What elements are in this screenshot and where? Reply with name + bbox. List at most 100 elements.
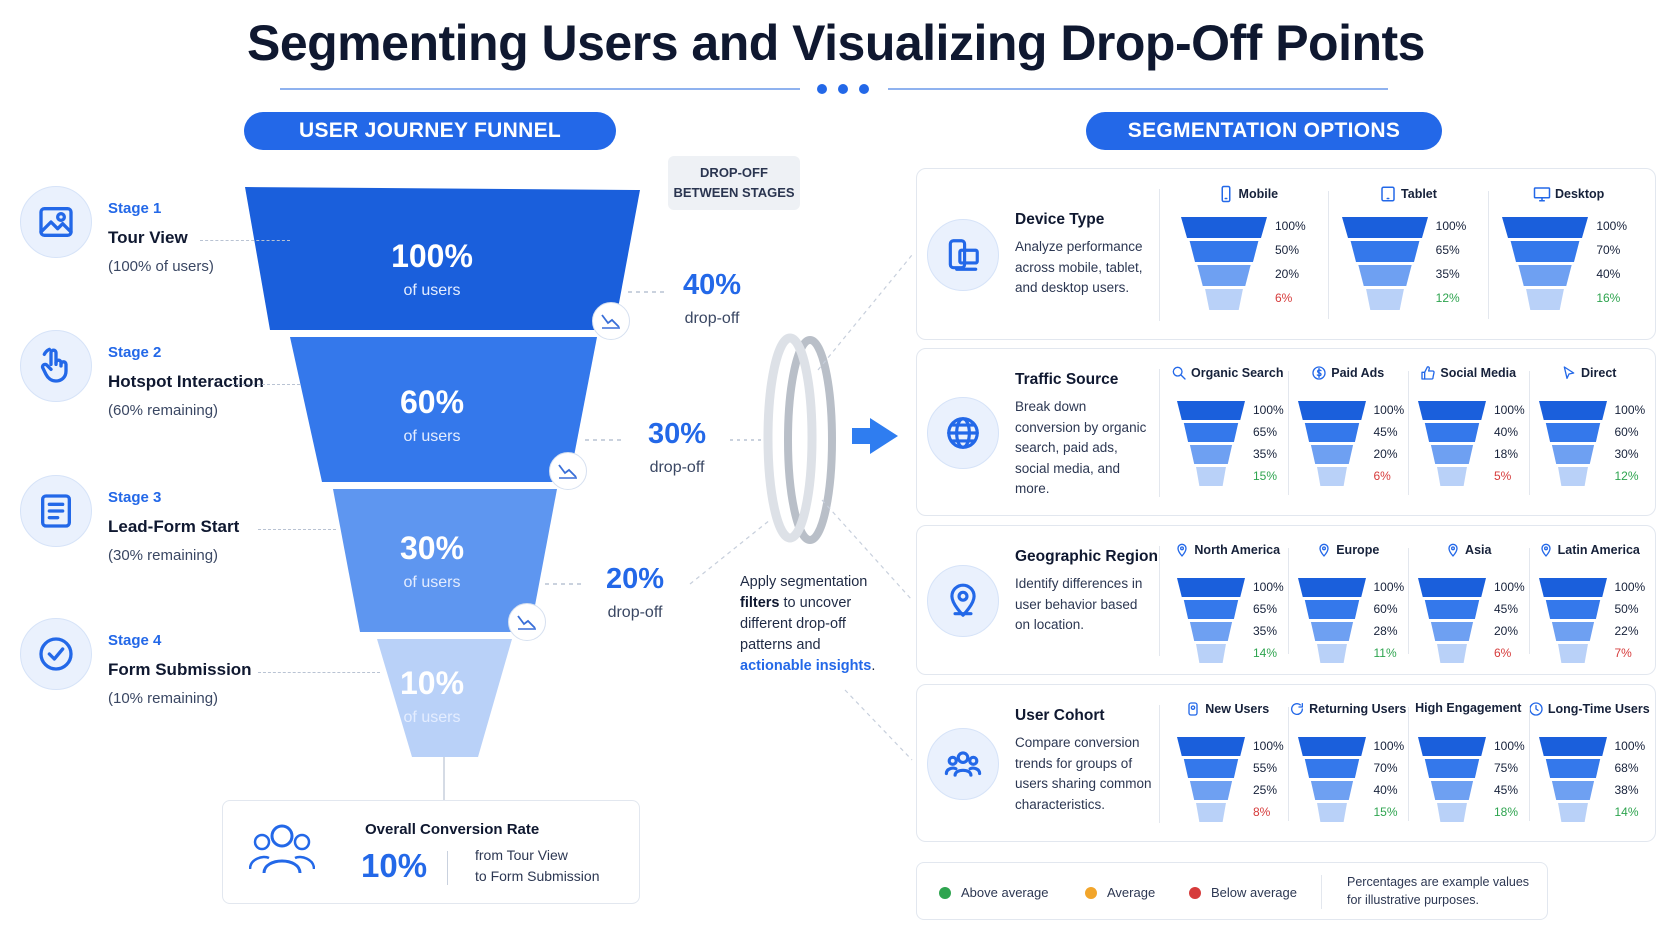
- segment-divider: [1488, 191, 1490, 319]
- segment-header: Mobile: [1167, 185, 1328, 203]
- user-icon: [1185, 701, 1201, 717]
- funnel-stage-percent: 30%: [399, 530, 465, 566]
- segment-stage-value: 100%: [1373, 403, 1405, 417]
- mini-funnel-band: [1430, 781, 1474, 800]
- segment-header: Europe: [1288, 542, 1409, 558]
- devices-icon: [927, 219, 999, 291]
- segment-stage-value: 45%: [1494, 783, 1519, 797]
- segment-stage-value: 55%: [1253, 761, 1278, 775]
- segment-header: Asia: [1408, 542, 1529, 558]
- segment-stage-value: 38%: [1614, 783, 1639, 797]
- segment-stage-value: 100%: [1614, 403, 1646, 417]
- stage-leader-line: [258, 672, 380, 673]
- segment-stage-value: 20%: [1494, 624, 1519, 638]
- mini-funnel-band: [1424, 423, 1480, 442]
- mini-funnel-band: [1189, 622, 1233, 641]
- trend-down-icon: [549, 452, 587, 490]
- funnel-stage-caption: of users: [403, 428, 461, 445]
- segment-stage-value: 35%: [1435, 267, 1460, 281]
- mini-funnel-band: [1177, 737, 1245, 756]
- mini-funnel-band: [1424, 600, 1480, 619]
- legend-item-below: Below average: [1189, 885, 1297, 900]
- segment-name: Desktop: [1554, 187, 1605, 201]
- card-divider: [1159, 705, 1160, 823]
- cursor-icon: [1561, 365, 1577, 381]
- conversion-value: 10%: [361, 847, 428, 884]
- segment-stage-value: 28%: [1373, 624, 1398, 638]
- mini-funnel-band: [1304, 759, 1359, 778]
- segment-stage-value: 100%: [1275, 219, 1306, 233]
- refresh-icon: [1289, 701, 1305, 717]
- card-title: User Cohort: [1015, 707, 1105, 724]
- funnel-stage-percent: 100%: [391, 238, 473, 274]
- mini-funnel-band: [1418, 737, 1486, 756]
- mini-funnel-band: [1538, 737, 1607, 756]
- search-icon: [1171, 365, 1187, 381]
- title-dot: [859, 84, 869, 94]
- segment-stage-value: 14%: [1253, 646, 1278, 660]
- segment-header: New Users: [1167, 701, 1288, 717]
- segment-mini-funnel: [1177, 401, 1245, 486]
- legend-item-average: Average: [1085, 885, 1155, 900]
- segment-stage-value: 15%: [1373, 805, 1398, 819]
- segment-mini-funnel: [1502, 217, 1589, 310]
- segment-mini-funnel: [1297, 401, 1366, 486]
- segment-stage-value: 60%: [1614, 425, 1639, 439]
- mini-funnel-band: [1551, 622, 1594, 641]
- segment-mini-funnel: [1181, 217, 1267, 310]
- mini-funnel-band: [1350, 241, 1420, 262]
- legend-item-above: Above average: [939, 885, 1048, 900]
- mini-funnel-band: [1297, 737, 1366, 756]
- mini-funnel-band: [1316, 803, 1347, 822]
- dropoff-value-2: 30%: [647, 418, 707, 450]
- segment-header: Tablet: [1328, 185, 1489, 203]
- segment-stage-value: 18%: [1494, 805, 1519, 819]
- map-pin-icon: [1445, 542, 1461, 558]
- funnel-stage-caption: of users: [403, 574, 461, 591]
- form-icon: [20, 475, 92, 547]
- card-description: Compare conversion trends for groups of …: [1015, 735, 1152, 812]
- card-divider: [1159, 546, 1160, 656]
- lens-to-card-line: [817, 254, 913, 371]
- segment-stage-value: 70%: [1596, 243, 1621, 257]
- apply-segmentation-note: Apply segmentation filters to uncover di…: [740, 574, 876, 674]
- segment-stage-value: 100%: [1596, 219, 1628, 233]
- user-journey-funnel-header: USER JOURNEY FUNNEL: [244, 112, 616, 150]
- card-description: Break down conversion by organic search,…: [1015, 399, 1147, 496]
- card-title: Geographic Region: [1015, 548, 1158, 565]
- segment-name: New Users: [1205, 702, 1270, 716]
- segment-mini-funnel: [1538, 401, 1607, 486]
- segment-stage-value: 40%: [1596, 267, 1621, 281]
- mini-funnel-band: [1316, 467, 1347, 486]
- image-icon: [20, 186, 92, 258]
- segment-header: Returning Users: [1288, 701, 1409, 717]
- segment-stage-value: 100%: [1253, 580, 1284, 594]
- card-divider: [1159, 369, 1160, 497]
- dropoff-label-2: drop-off: [649, 459, 705, 476]
- mini-funnel-band: [1205, 289, 1243, 310]
- mini-funnel-band: [1197, 265, 1251, 286]
- card-description: Analyze performance across mobile, table…: [1015, 239, 1143, 295]
- stage-number: Stage 3: [108, 489, 162, 506]
- mini-funnel-band: [1196, 467, 1226, 486]
- mini-funnel-band: [1181, 217, 1267, 238]
- mini-funnel-band: [1551, 445, 1594, 464]
- mini-funnel-band: [1545, 759, 1600, 778]
- mini-funnel-band: [1310, 781, 1353, 800]
- conversion-title: Overall Conversion Rate: [365, 821, 540, 838]
